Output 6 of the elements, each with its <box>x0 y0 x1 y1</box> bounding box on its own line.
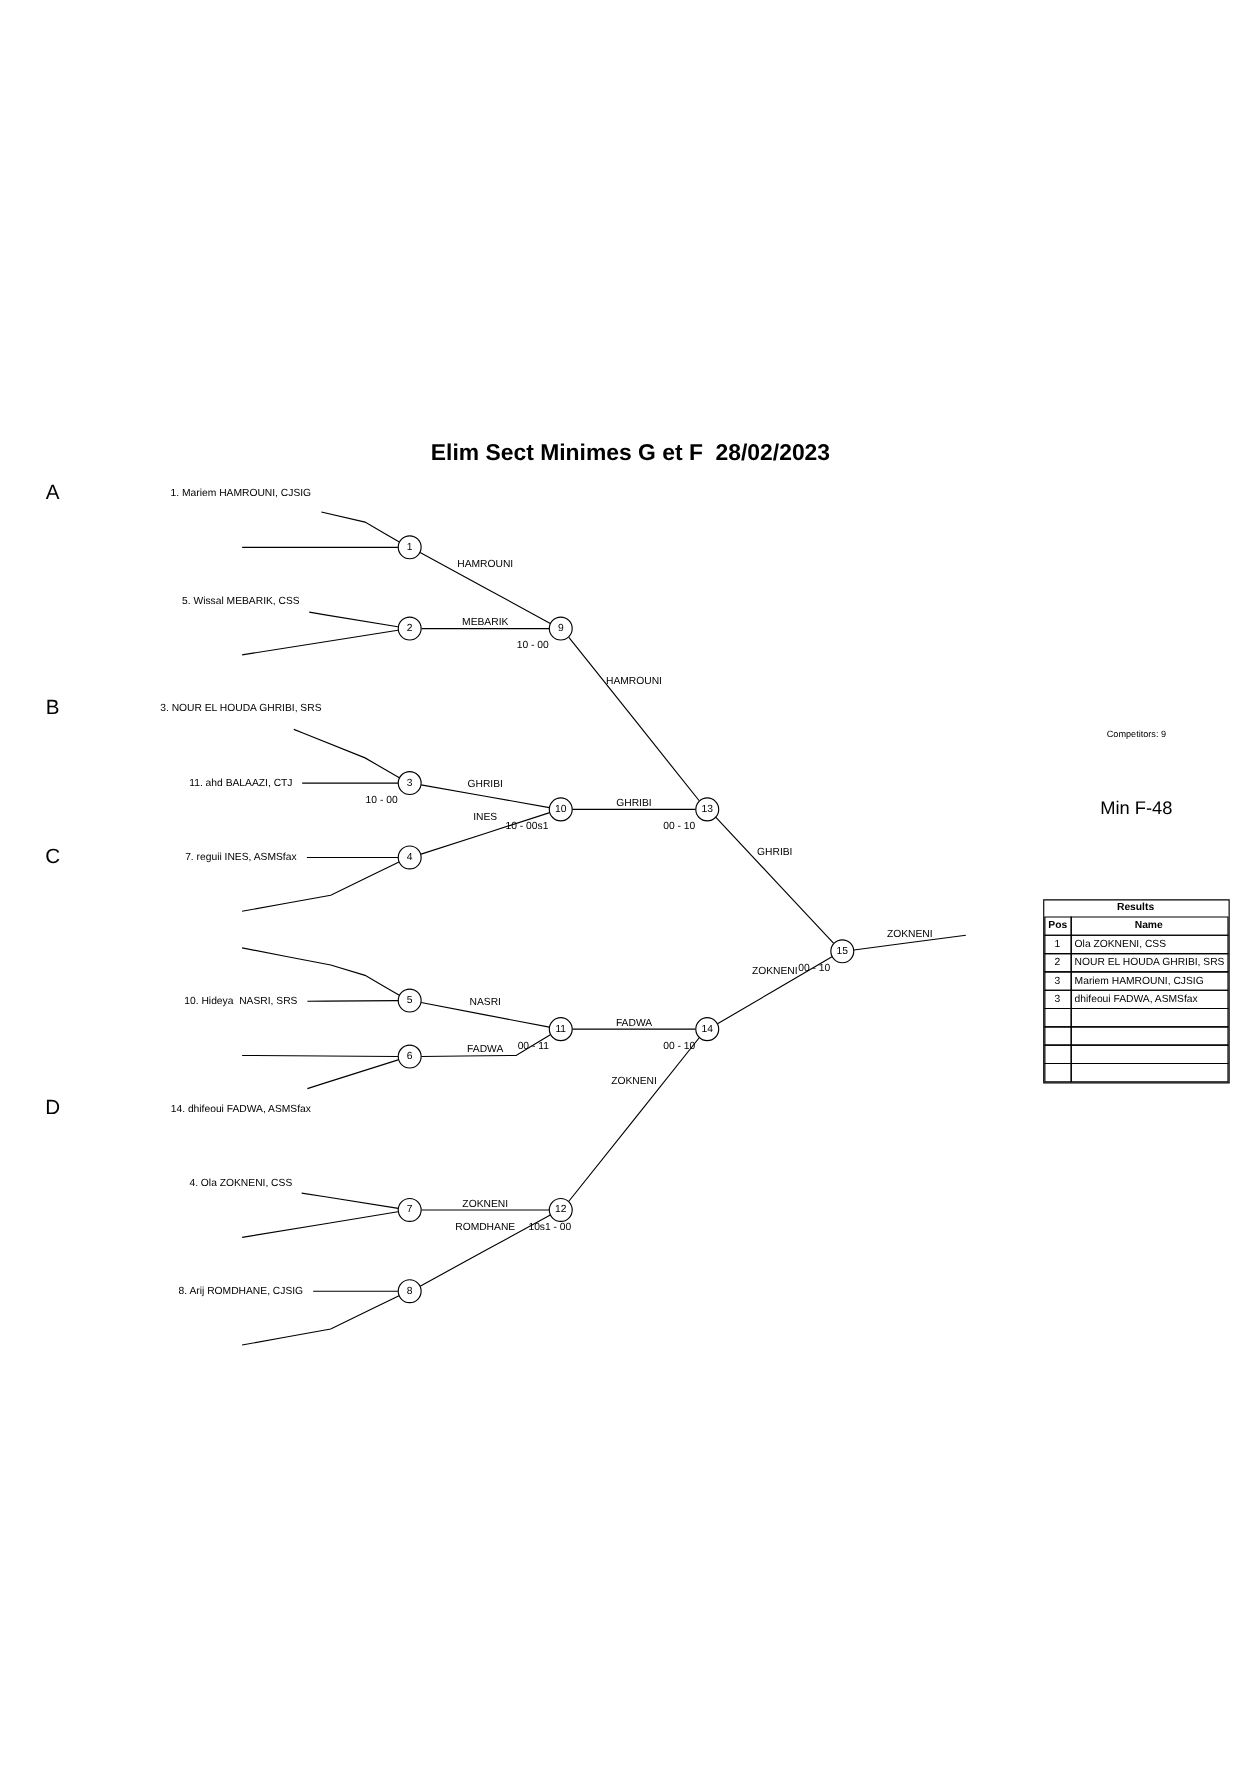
label: D <box>45 1097 61 1120</box>
diagram-title: Elim Sect Minimes G et F 28/02/2023 <box>430 441 831 466</box>
label: B <box>45 696 60 719</box>
label: C <box>45 845 61 868</box>
label: Min F-48 <box>1100 796 1173 817</box>
label: A <box>45 481 60 504</box>
